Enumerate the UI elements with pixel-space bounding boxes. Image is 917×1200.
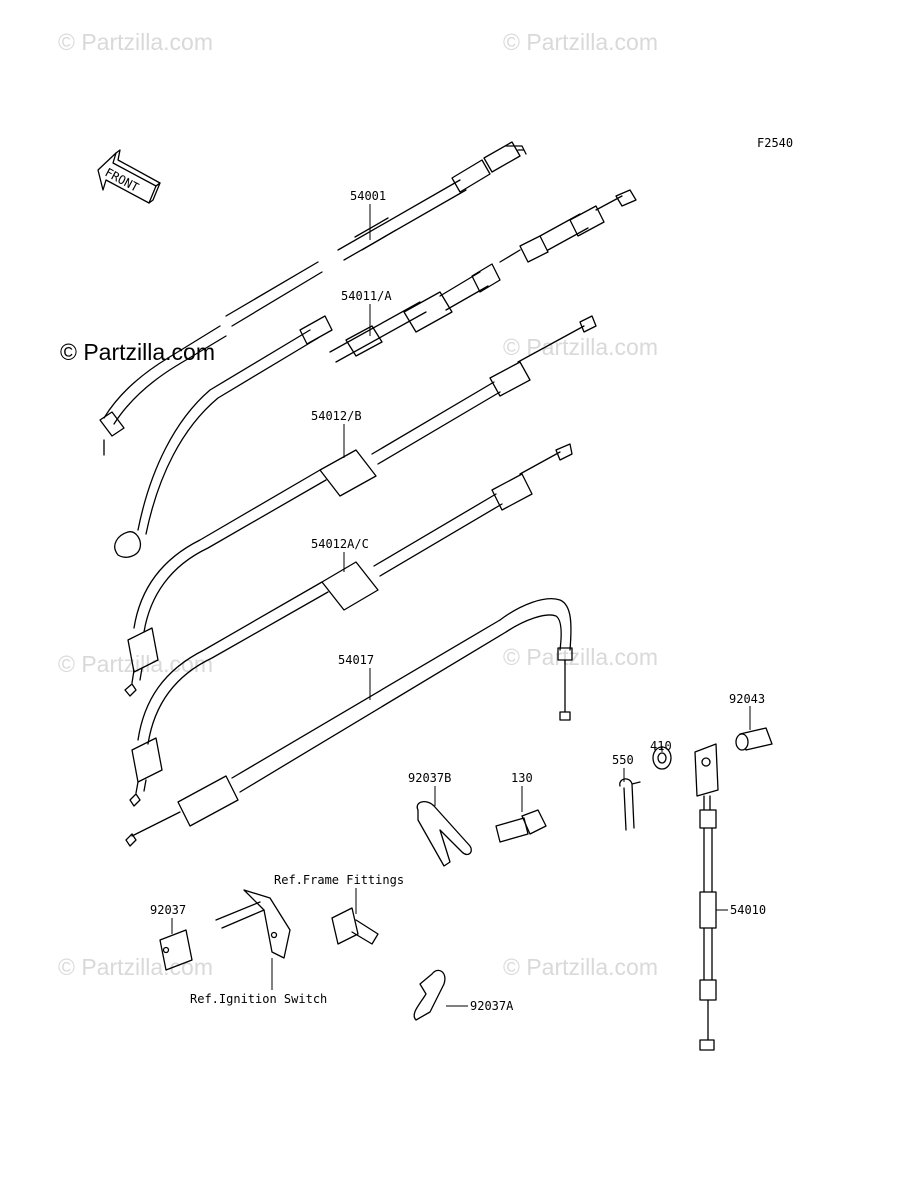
watermark: © Partzilla.com xyxy=(503,334,658,360)
figure-code: F2540 xyxy=(757,136,793,150)
cotter-pin-550 xyxy=(619,778,641,831)
ref-ignition-switch: Ref.Ignition Switch xyxy=(190,992,327,1006)
label-550: 550 xyxy=(612,753,634,767)
clamp-92037 xyxy=(159,929,193,971)
label-54010: 54010 xyxy=(730,903,766,917)
label-92043: 92043 xyxy=(729,692,765,706)
cable-54010 xyxy=(694,743,719,1051)
cable-54001 xyxy=(99,141,527,456)
clamp-92037B xyxy=(416,800,472,867)
part-labels: 54001 54011/A 54012/B 54012A/C 54017 920… xyxy=(150,189,766,1013)
label-92037A: 92037A xyxy=(470,999,514,1013)
pin-92043 xyxy=(735,727,773,751)
watermark: © Partzilla.com xyxy=(503,954,658,980)
cable-54012 xyxy=(124,315,597,697)
watermarks: © Partzilla.com © Partzilla.com © Partzi… xyxy=(58,29,658,980)
label-54012: 54012/B xyxy=(311,409,362,423)
cable-54017 xyxy=(125,598,573,847)
label-92037B: 92037B xyxy=(408,771,451,785)
bolt-130 xyxy=(495,809,547,843)
watermark: © Partzilla.com xyxy=(58,29,213,55)
ref-frame-fittings: Ref.Frame Fittings xyxy=(274,873,404,887)
label-54017: 54017 xyxy=(338,653,374,667)
bracket-ignition-switch xyxy=(215,889,291,959)
cable-54011 xyxy=(114,189,637,558)
leader-lines xyxy=(171,204,751,1007)
watermark: © Partzilla.com xyxy=(58,651,213,677)
clamp-92037A xyxy=(413,969,446,1021)
label-410: 410 xyxy=(650,739,672,753)
label-54012A: 54012A/C xyxy=(311,537,369,551)
watermark: © Partzilla.com xyxy=(58,954,213,980)
label-54011: 54011/A xyxy=(341,289,392,303)
watermark: © Partzilla.com xyxy=(503,644,658,670)
label-130: 130 xyxy=(511,771,533,785)
cable-54012A xyxy=(129,443,573,807)
front-arrow-icon: FRONT xyxy=(97,149,161,204)
label-54001: 54001 xyxy=(350,189,386,203)
watermark: © Partzilla.com xyxy=(503,29,658,55)
watermark-main: © Partzilla.com xyxy=(60,339,215,365)
bolt-frame-fitting xyxy=(331,907,379,945)
label-92037: 92037 xyxy=(150,903,186,917)
